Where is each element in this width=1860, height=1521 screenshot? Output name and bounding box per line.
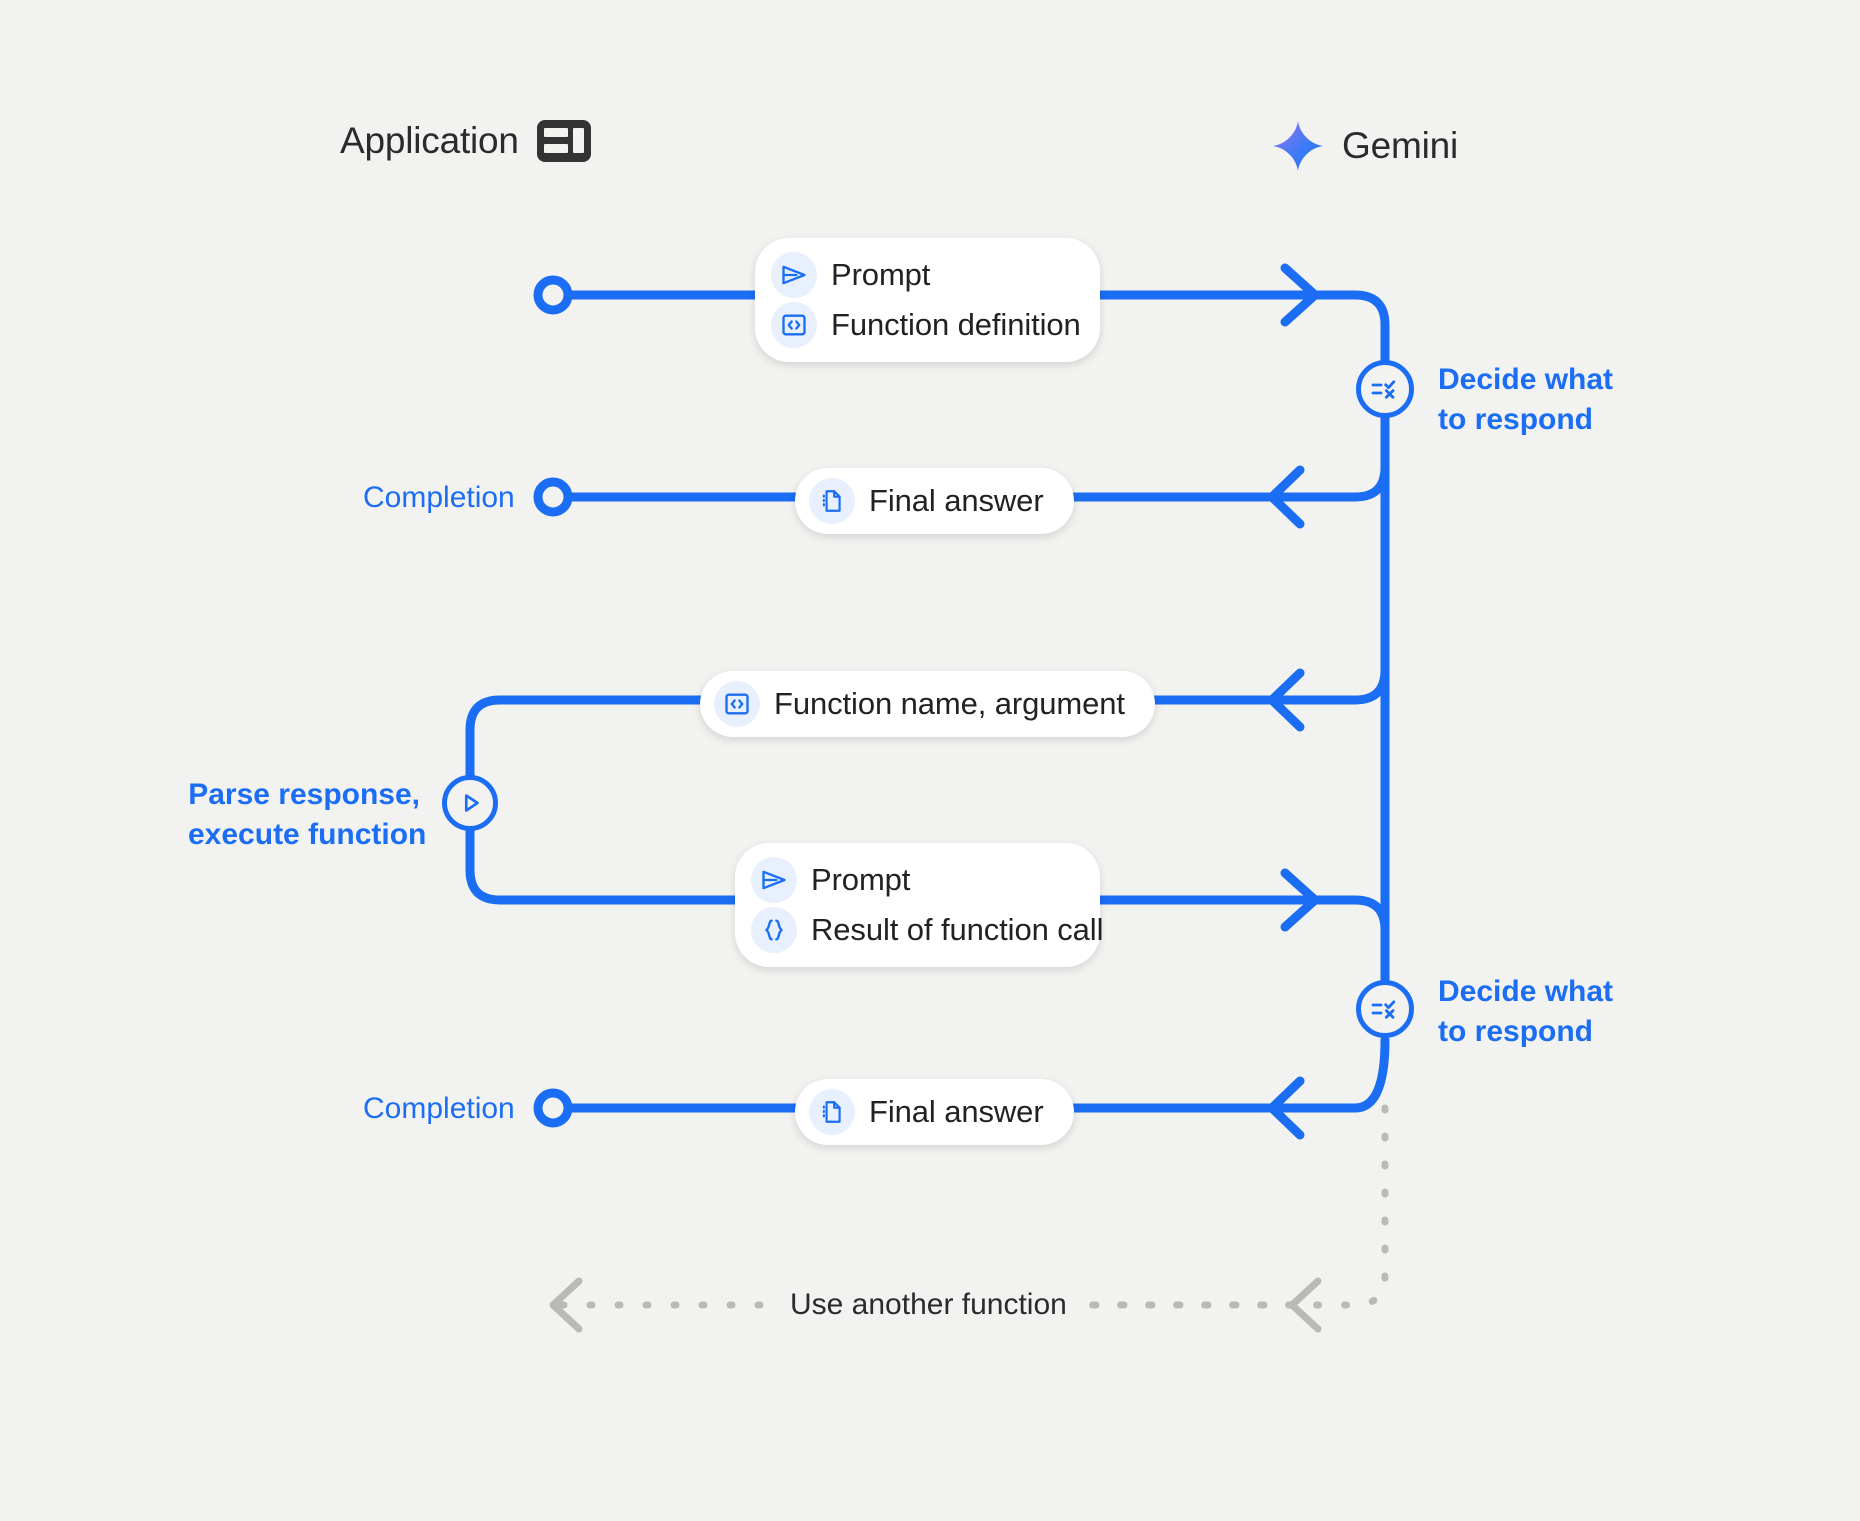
- lane-title-application: Application: [340, 120, 519, 161]
- arrowhead-function-name: [1267, 668, 1305, 732]
- node-decide-2[interactable]: [1356, 980, 1414, 1038]
- message-card-prompt-function-definition[interactable]: Prompt Function definition: [755, 238, 1100, 362]
- arrowhead-final-answer-1: [1267, 465, 1305, 529]
- code-brackets-icon: [771, 302, 817, 348]
- arrowhead-final-answer-2: [1267, 1076, 1305, 1140]
- completion-label-1: Completion: [363, 481, 515, 514]
- arrowhead-into-gemini-2: [1280, 868, 1320, 932]
- lane-header-application: Application: [340, 120, 591, 162]
- node-decide-1[interactable]: [1356, 360, 1414, 418]
- checklist-decision-icon: [1371, 380, 1396, 399]
- wire-to-parse-node: [465, 695, 558, 780]
- loop-label-use-another-function: Use another function: [776, 1288, 1081, 1322]
- card-label: Prompt: [831, 257, 931, 292]
- card-row: Final answer: [809, 1089, 1044, 1135]
- card-row: Prompt: [771, 252, 1074, 298]
- lane-title-gemini: Gemini: [1342, 125, 1458, 166]
- code-brackets-icon: [714, 681, 760, 727]
- decide-1-line-1: Decide what: [1438, 363, 1614, 396]
- message-card-function-name-argument[interactable]: Function name, argument: [700, 671, 1155, 737]
- arrowhead-loop-application: [549, 1277, 583, 1333]
- node-label-decide-2: Decide what to respond: [1438, 972, 1613, 1051]
- card-row: Function definition: [771, 302, 1081, 348]
- document-icon: [809, 478, 855, 524]
- curly-braces-icon: [751, 907, 797, 953]
- arrowhead-into-gemini-1: [1280, 263, 1320, 327]
- card-row: Result of function call: [751, 907, 1103, 953]
- node-label-parse-execute: Parse response, execute function: [188, 775, 426, 854]
- message-card-final-answer-1[interactable]: Final answer: [795, 468, 1074, 534]
- card-label: Final answer: [869, 1094, 1044, 1129]
- gemini-sparkle-icon: [1273, 121, 1323, 171]
- wire-gemini-to-decide-2: [1287, 895, 1390, 985]
- wire-loop-right-segment: [1076, 1104, 1389, 1309]
- card-row: Function name, argument: [714, 681, 1125, 727]
- node-parse-execute[interactable]: [442, 775, 498, 831]
- card-row: Prompt: [751, 857, 1074, 903]
- send-icon: [771, 252, 817, 298]
- message-card-final-answer-2[interactable]: Final answer: [795, 1079, 1074, 1145]
- message-card-prompt-result-of-function-call[interactable]: Prompt Result of function call: [735, 843, 1103, 967]
- parse-execute-line-2: execute function: [188, 817, 427, 851]
- play-icon: [464, 794, 479, 812]
- node-label-decide-1: Decide what to respond: [1438, 360, 1613, 439]
- decide-1-line-2: to respond: [1438, 402, 1593, 436]
- decide-2-line-1: Decide what: [1438, 975, 1614, 1008]
- checklist-decision-icon: [1371, 1000, 1396, 1019]
- card-label: Result of function call: [811, 912, 1104, 947]
- origin-markers: [533, 275, 573, 1128]
- completion-label-2: Completion: [363, 1092, 515, 1125]
- card-label: Final answer: [869, 483, 1044, 518]
- card-label: Function name, argument: [774, 686, 1125, 721]
- lane-header-gemini: Gemini: [1272, 120, 1458, 172]
- card-label: Prompt: [811, 862, 911, 897]
- send-icon: [751, 857, 797, 903]
- decide-2-line-2: to respond: [1438, 1014, 1593, 1048]
- application-window-icon: [536, 120, 591, 162]
- card-row: Final answer: [809, 478, 1044, 524]
- card-label: Function definition: [831, 307, 1081, 342]
- arrowhead-loop-gemini: [1288, 1277, 1322, 1333]
- document-icon: [809, 1089, 855, 1135]
- parse-execute-line-1: Parse response,: [188, 778, 420, 811]
- wire-gemini-to-decide-1: [1287, 290, 1390, 365]
